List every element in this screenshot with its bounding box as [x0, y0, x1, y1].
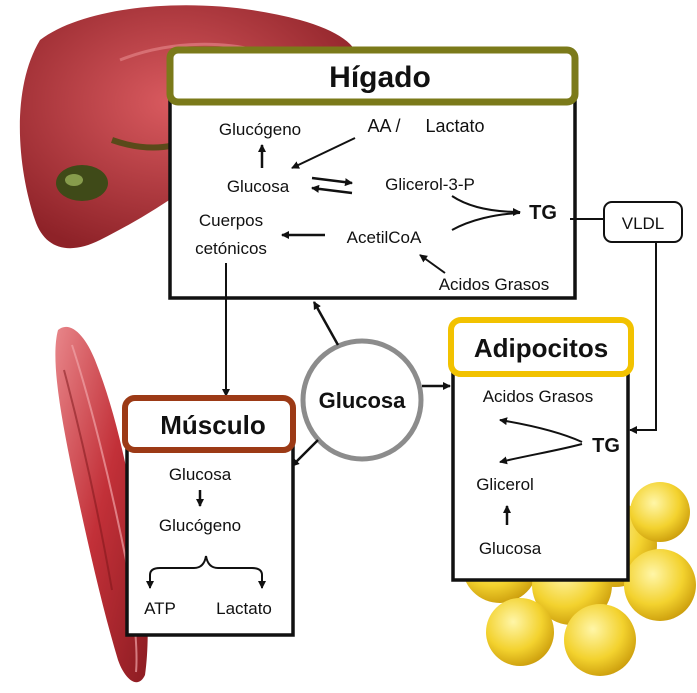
- liver-tg: TG: [529, 202, 557, 224]
- liver-acidos-grasos: Acidos Grasos: [439, 275, 550, 294]
- liver-glicerol3p: Glicerol-3-P: [385, 175, 475, 194]
- liver-glucogeno: Glucógeno: [219, 120, 301, 139]
- adipo-title: Adipocitos: [474, 333, 608, 363]
- arrow-glucosa-to-liver: [314, 302, 338, 345]
- adipo-tg: TG: [592, 435, 620, 457]
- arrow-glucosa-to-muscle: [292, 440, 318, 466]
- vldl-label: VLDL: [622, 214, 665, 233]
- muscle-atp: ATP: [144, 599, 176, 618]
- muscle-glucosa: Glucosa: [169, 465, 232, 484]
- liver-title: Hígado: [329, 61, 431, 94]
- adipo-glucosa: Glucosa: [479, 539, 542, 558]
- muscle-title: Músculo: [160, 410, 265, 440]
- liver-glucosa: Glucosa: [227, 177, 290, 196]
- adipo-glicerol: Glicerol: [476, 475, 534, 494]
- glucose-center-label: Glucosa: [319, 388, 407, 413]
- liver-aa: AA /: [367, 116, 400, 136]
- adipo-acidos-grasos: Acidos Grasos: [483, 387, 594, 406]
- liver-acetilcoa: AcetilCoA: [347, 228, 422, 247]
- liver-cetonicos: cetónicos: [195, 239, 267, 258]
- muscle-glucogeno: Glucógeno: [159, 516, 241, 535]
- liver-cuerpos: Cuerpos: [199, 211, 263, 230]
- liver-lactato: Lactato: [425, 116, 484, 136]
- muscle-lactato: Lactato: [216, 599, 272, 618]
